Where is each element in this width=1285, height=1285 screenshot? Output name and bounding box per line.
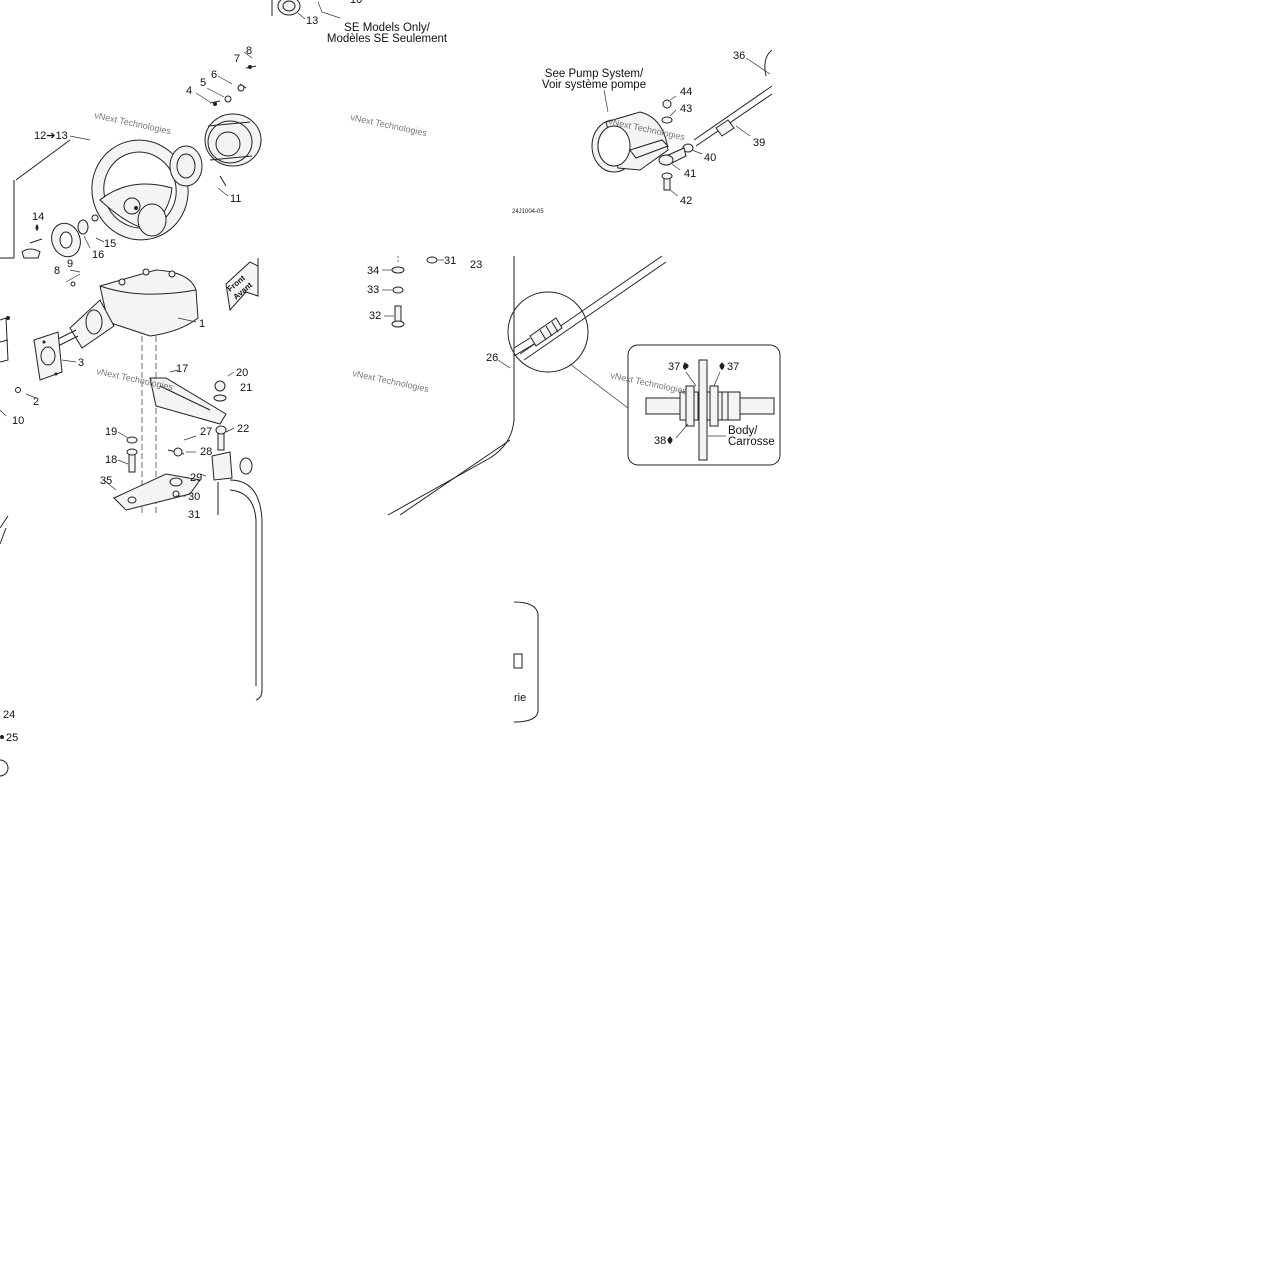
callout-label: 10: [12, 415, 24, 427]
se-models-note-fr: Modèles SE Seulement: [327, 33, 448, 45]
mounting-plate: [21, 214, 99, 259]
oil-drop-icon: [683, 362, 687, 370]
drawing-code: 24J1004-05: [512, 209, 544, 215]
body-note: Body/: [728, 425, 758, 437]
callout-label: 7: [234, 53, 240, 65]
callout-label: 13: [306, 15, 318, 27]
cable-route: [387, 255, 781, 723]
callout-label: 37: [668, 361, 680, 373]
watermark: vNext Technologies: [350, 112, 429, 138]
body-note-fr: Carrosse: [728, 436, 775, 448]
column-flange: [33, 331, 63, 381]
callout-label: 40: [704, 152, 716, 164]
callout-label: 3: [78, 357, 84, 369]
callout-label: 20: [236, 367, 248, 379]
ball-joint: [167, 425, 253, 498]
column-housing: [55, 268, 199, 349]
steering-hub: [204, 113, 262, 167]
steering-wheel-group: [13, 0, 341, 280]
pump-nozzle: [591, 111, 669, 173]
callout-label: 23: [470, 259, 482, 271]
callout-label: 27: [200, 426, 212, 438]
watermark: vNext Technologies: [94, 110, 173, 136]
center-cap: [169, 145, 203, 187]
notes: SE Models Only/ Modèles SE Seulement See…: [226, 22, 775, 704]
callout-label: 24: [3, 709, 15, 721]
pump-note-fr: Voir système pompe: [542, 79, 646, 91]
callout-label: 38: [654, 435, 666, 447]
partial-label: rie: [514, 692, 526, 704]
steering-bracket: [149, 377, 227, 425]
callout-label: 42: [680, 195, 692, 207]
callout-label: 31: [444, 255, 456, 267]
callout-label: 37: [727, 361, 739, 373]
callout-label: 43: [680, 103, 692, 115]
callout-label: 16: [92, 249, 104, 261]
callout-label: 36: [733, 50, 745, 62]
callout-label: 28: [200, 446, 212, 458]
callout-label: 4: [186, 85, 192, 97]
oil-drop-icon: [720, 362, 724, 370]
callout-label: 22: [237, 423, 249, 435]
callout-label: 11: [230, 193, 241, 205]
steering-arm: [113, 473, 201, 511]
callout-label: 18: [105, 454, 117, 466]
callout-label: 10: [350, 0, 362, 6]
callout-label: 14: [32, 211, 44, 223]
callout-label: 5: [200, 77, 206, 89]
callout-label: 44: [680, 86, 692, 98]
callout-label: 2: [33, 396, 39, 408]
callout-label: 34: [367, 265, 379, 277]
callout-label: 8: [54, 265, 60, 277]
callout-label: 9: [67, 258, 73, 270]
callout-label: 33: [367, 284, 379, 296]
oil-drop-icon: [668, 436, 672, 444]
callouts: 13 10 8 7 6 5 4 12➔13 11 14 15 16 9 8 1 …: [3, 0, 765, 744]
callout-label: 6: [211, 69, 217, 81]
callout-label: 32: [369, 310, 381, 322]
callout-label: 26: [486, 352, 498, 364]
small-hardware: [209, 65, 257, 106]
callout-label: 25: [6, 732, 18, 744]
pump-note: See Pump System/: [545, 68, 644, 80]
drop-icons: [35, 224, 724, 444]
callout-label: 41: [684, 168, 696, 180]
callout-label: 17: [176, 363, 188, 375]
detail-circle: [507, 291, 589, 373]
oil-drop-icon: [35, 224, 39, 231]
detail-box: [627, 344, 781, 466]
callout-label: 8: [246, 45, 252, 57]
callout-label: 31: [188, 509, 200, 521]
bolt-18: [126, 436, 138, 473]
watermark: vNext Technologies: [352, 368, 431, 394]
mount-hardware: [382, 256, 444, 328]
callout-label: 1: [199, 318, 205, 330]
se-models-note: SE Models Only/: [344, 22, 430, 34]
watermark: vNext Technologies: [610, 370, 689, 396]
bulkhead-fitting: [645, 359, 775, 461]
callout-label: 15: [104, 238, 116, 250]
steering-column-group: [0, 257, 263, 777]
callout-label: 35: [100, 475, 112, 487]
front-arrow: [225, 261, 259, 312]
callout-label: 39: [753, 137, 765, 149]
callout-label: 30: [188, 491, 200, 503]
ring-part-13: [277, 0, 301, 16]
callout-label: 19: [105, 426, 117, 438]
callout-label: 29: [190, 472, 202, 484]
watermark: vNext Technologies: [96, 366, 175, 392]
callout-label: 12➔13: [34, 130, 68, 142]
pump-cable-group: [591, 49, 773, 197]
callout-label: 21: [240, 382, 252, 394]
